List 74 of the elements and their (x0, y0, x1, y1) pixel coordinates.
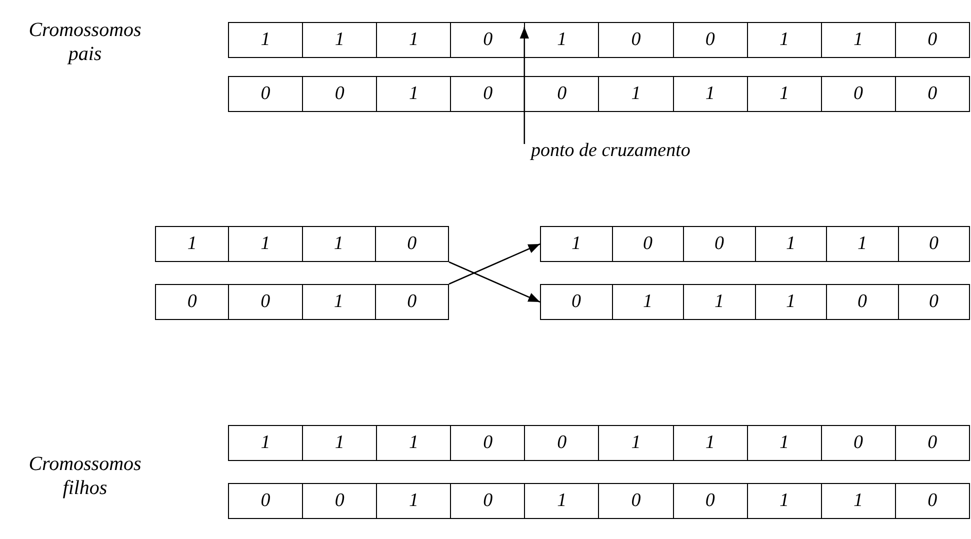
crossover-arrow (520, 27, 530, 144)
group-label: Cromossomos filhos (28, 452, 142, 500)
gene-cell: 1 (754, 227, 826, 261)
gene-cell: 0 (450, 23, 524, 57)
gene-cell: 0 (302, 484, 376, 518)
gene-cell: 0 (672, 23, 747, 57)
gene-cell: 1 (376, 426, 450, 460)
gene-cell: 1 (376, 23, 450, 57)
gene-cell: 0 (898, 227, 969, 261)
gene-cell: 1 (376, 484, 450, 518)
gene-cell: 0 (598, 484, 673, 518)
gene-cell: 0 (450, 77, 524, 111)
gene-cell: 0 (229, 77, 302, 111)
gene-cell: 1 (302, 23, 376, 57)
gene-cell: 1 (229, 426, 302, 460)
gene-cell: 1 (820, 23, 895, 57)
gene-cell: 1 (826, 227, 898, 261)
gene-cell: 1 (376, 77, 450, 111)
chromosome-row (228, 22, 970, 58)
chromosome-row (228, 483, 970, 519)
gene-cell: 1 (524, 23, 598, 57)
gene-cell: 0 (450, 426, 524, 460)
gene-cell: 0 (894, 77, 969, 111)
chromosome-row (155, 226, 449, 262)
gene-cell: 1 (598, 426, 673, 460)
gene-cell: 0 (826, 285, 898, 319)
gene-cell: 0 (228, 285, 302, 319)
gene-cell: 0 (894, 426, 969, 460)
gene-cell: 1 (746, 484, 821, 518)
gene-cell: 0 (374, 285, 448, 319)
chromosome-row (228, 76, 970, 112)
gene-cell: 1 (672, 426, 747, 460)
gene-cell: 0 (894, 23, 969, 57)
gene-cell: 1 (612, 285, 683, 319)
gene-cell: 1 (541, 227, 612, 261)
gene-cell: 0 (156, 285, 228, 319)
crossover-arrow (448, 243, 540, 285)
gene-cell: 1 (229, 23, 302, 57)
chromosome-row (228, 425, 970, 461)
gene-cell: 1 (228, 227, 302, 261)
gene-cell: 1 (683, 285, 754, 319)
gene-cell: 1 (746, 23, 821, 57)
gene-cell: 1 (598, 77, 673, 111)
gene-cell: 1 (524, 484, 598, 518)
gene-cell: 1 (754, 285, 826, 319)
gene-cell: 0 (229, 484, 302, 518)
gene-cell: 0 (820, 77, 895, 111)
group-label: Cromossomos pais (28, 18, 142, 66)
gene-cell: 1 (302, 227, 375, 261)
gene-cell: 0 (541, 285, 612, 319)
chromosome-row (540, 226, 970, 262)
gene-cell: 0 (898, 285, 969, 319)
gene-cell: 0 (672, 484, 747, 518)
chromosome-row (540, 284, 970, 320)
gene-cell: 1 (672, 77, 747, 111)
chromosome-row (155, 284, 449, 320)
gene-cell: 0 (302, 77, 376, 111)
gene-cell: 0 (683, 227, 754, 261)
crossover-arrow (448, 261, 540, 303)
gene-cell: 0 (894, 484, 969, 518)
gene-cell: 0 (524, 426, 598, 460)
gene-cell: 1 (746, 426, 821, 460)
gene-cell: 0 (374, 227, 448, 261)
gene-cell: 1 (156, 227, 228, 261)
annotation-text: ponto de cruzamento (525, 140, 690, 162)
gene-cell: 0 (598, 23, 673, 57)
gene-cell: 1 (746, 77, 821, 111)
gene-cell: 0 (450, 484, 524, 518)
gene-cell: 1 (820, 484, 895, 518)
gene-cell: 0 (524, 77, 598, 111)
gene-cell: 0 (820, 426, 895, 460)
gene-cell: 1 (302, 426, 376, 460)
gene-cell: 1 (302, 285, 375, 319)
gene-cell: 0 (612, 227, 683, 261)
